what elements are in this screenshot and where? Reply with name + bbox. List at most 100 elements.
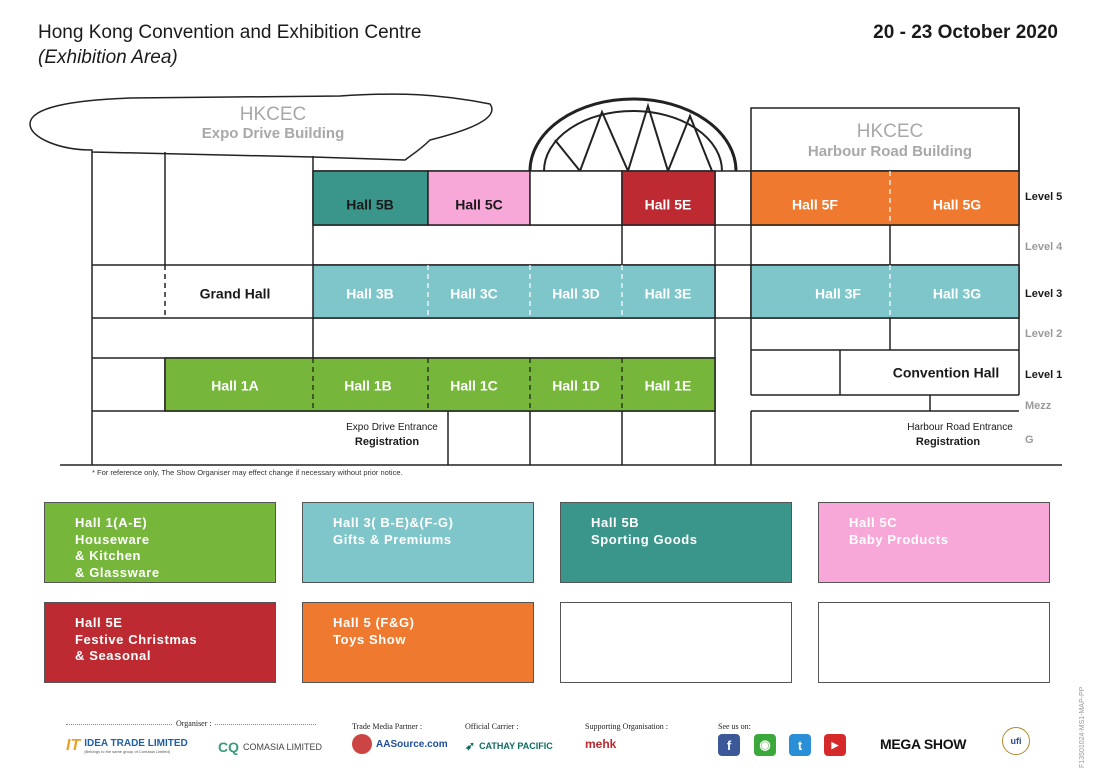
hall-3g-label: Hall 3G	[933, 286, 981, 302]
ufi-badge: ufi	[1002, 727, 1030, 755]
twitter-icon[interactable]: t	[789, 734, 811, 756]
harbour-building-subtitle: Harbour Road Building	[808, 143, 972, 160]
legend-line: & Kitchen	[75, 548, 142, 563]
legend-hall-3: Hall 3( B-E)&(F-G) Gifts & Premiums	[302, 502, 534, 583]
expo-registration-label: Registration	[355, 436, 419, 448]
mega-show-logo: MEGA SHOW	[880, 736, 967, 752]
organiser-caption: Organiser :	[173, 719, 215, 728]
legend-line: Houseware	[75, 531, 150, 547]
comasia-icon: CQ	[218, 739, 239, 755]
hall-5b-label: Hall 5B	[346, 197, 393, 213]
mehk-logo: mehk	[585, 737, 616, 751]
hall-5fg-block[interactable]	[750, 170, 1020, 226]
legend-line: Sporting Goods	[591, 531, 698, 547]
youtube-icon[interactable]: ▶	[824, 734, 846, 756]
legend-line: Gifts & Premiums	[333, 531, 452, 547]
floor-plan: HKCEC Expo Drive Building HKCEC Harbour …	[29, 93, 1063, 466]
mezz-level-label: Mezz	[1025, 400, 1052, 412]
level-5-label: Level 5	[1025, 191, 1062, 203]
hall-5b-block[interactable]	[312, 170, 429, 226]
hall-5g-label: Hall 5G	[933, 197, 981, 213]
comasia-name: COMASIA LIMITED	[243, 742, 323, 752]
grand-hall-label: Grand Hall	[200, 286, 271, 302]
legend-empty-box	[560, 602, 792, 683]
legend-hall-1: Hall 1(A-E) Houseware & Kitchen & Glassw…	[44, 502, 276, 583]
hall-3e-label: Hall 3E	[645, 286, 692, 302]
cathay-brushwing-icon: ➶	[465, 739, 476, 753]
expo-building-title: HKCEC	[240, 104, 307, 125]
legend-hall-5b: Hall 5B Sporting Goods	[560, 502, 792, 583]
legend-line: Hall 1(A-E)	[75, 515, 148, 530]
legend-line: Festive Christmas	[75, 631, 198, 647]
social-caption: See us on:	[718, 722, 751, 731]
legend-hall-5fg: Hall 5 (F&G) Toys Show	[302, 602, 534, 683]
atrium-arch	[528, 97, 738, 175]
level-2-label: Level 2	[1025, 328, 1062, 340]
hall-5d-block	[529, 170, 623, 226]
event-dates: 20 - 23 October 2020	[873, 22, 1058, 43]
legend-line: Hall 3( B-E)&(F-G)	[333, 515, 454, 530]
expo-drive-building-outline	[29, 93, 493, 161]
harbour-registration-label: Registration	[916, 436, 980, 448]
legend-line: & Seasonal	[75, 648, 152, 663]
convention-hall-label: Convention Hall	[893, 365, 1000, 381]
hall-3d-label: Hall 3D	[552, 286, 599, 302]
legend-line: Hall 5B	[591, 515, 640, 530]
expo-entrance-name: Expo Drive Entrance	[346, 422, 438, 433]
harbour-entrance-name: Harbour Road Entrance	[907, 422, 1013, 433]
mega-show-name: MEGA SHOW	[880, 736, 967, 752]
hall-3f-label: Hall 3F	[815, 286, 861, 302]
legend-empty-box	[818, 602, 1050, 683]
hall-1e-label: Hall 1E	[645, 378, 692, 394]
hall-1a-label: Hall 1A	[211, 378, 258, 394]
aasource-name: AASource.com	[376, 738, 448, 750]
hall-1b-label: Hall 1B	[344, 378, 391, 394]
harbour-building-title: HKCEC	[857, 121, 924, 142]
idea-trade-note: (Belongs to the same group of Comasia Li…	[84, 749, 171, 754]
hall-3c-label: Hall 3C	[450, 286, 497, 302]
expo-building-subtitle: Expo Drive Building	[202, 125, 345, 142]
legend-hall-5e: Hall 5E Festive Christmas & Seasonal	[44, 602, 276, 683]
level-4-label: Level 4	[1025, 241, 1063, 253]
level-3-label: Level 3	[1025, 288, 1062, 300]
hall-5c-block[interactable]	[427, 170, 531, 226]
hall-5e-label: Hall 5E	[645, 197, 692, 213]
hall-1d-label: Hall 1D	[552, 378, 599, 394]
venue-title: Hong Kong Convention and Exhibition Cent…	[38, 22, 422, 43]
idea-trade-name: IDEA TRADE LIMITED	[84, 738, 188, 749]
aasource-logo: AASource.com	[352, 734, 448, 754]
level-1-label: Level 1	[1025, 369, 1062, 381]
legend-line: Baby Products	[849, 531, 949, 547]
ground-level-label: G	[1025, 434, 1034, 446]
hall-1c-label: Hall 1C	[450, 378, 497, 394]
idea-trade-logo: IT IDEA TRADE LIMITED (Belongs to the sa…	[66, 737, 188, 755]
hall-5c-label: Hall 5C	[455, 197, 502, 213]
hall-5f-label: Hall 5F	[792, 197, 838, 213]
disclaimer-note: * For reference only, The Show Organiser…	[92, 468, 403, 477]
comasia-logo: CQ COMASIA LIMITED	[218, 739, 322, 755]
hall-1ae-block[interactable]	[164, 357, 716, 412]
idea-trade-icon: IT	[66, 737, 81, 754]
hall-3be-block[interactable]	[312, 264, 716, 319]
legend-line: Toys Show	[333, 631, 407, 647]
legend-line: Hall 5C	[849, 515, 898, 530]
cathay-pacific-logo: ➶ CATHAY PACIFIC	[465, 739, 553, 753]
legend-hall-5c: Hall 5C Baby Products	[818, 502, 1050, 583]
legend-line: Hall 5E	[75, 615, 123, 630]
legend-line: Hall 5 (F&G)	[333, 615, 415, 630]
venue-subtitle: (Exhibition Area)	[38, 47, 178, 68]
supporting-org-caption: Supporting Organisation :	[585, 722, 668, 731]
facebook-icon[interactable]: f	[718, 734, 740, 756]
hall-3fg-block[interactable]	[750, 264, 1020, 319]
wechat-icon[interactable]: ◉	[754, 734, 776, 756]
aasource-icon	[352, 734, 372, 754]
hall-5e-block[interactable]	[621, 170, 716, 226]
legend-line: & Glassware	[75, 564, 160, 580]
mehk-name: mehk	[585, 737, 617, 751]
ufi-name: ufi	[1010, 736, 1022, 746]
reference-code: F13501024-MS1-MAP-PP	[1079, 686, 1086, 768]
cathay-name: CATHAY PACIFIC	[479, 741, 553, 751]
media-partner-caption: Trade Media Partner :	[352, 722, 423, 731]
hall-3b-label: Hall 3B	[346, 286, 393, 302]
official-carrier-caption: Official Carrier :	[465, 722, 519, 731]
